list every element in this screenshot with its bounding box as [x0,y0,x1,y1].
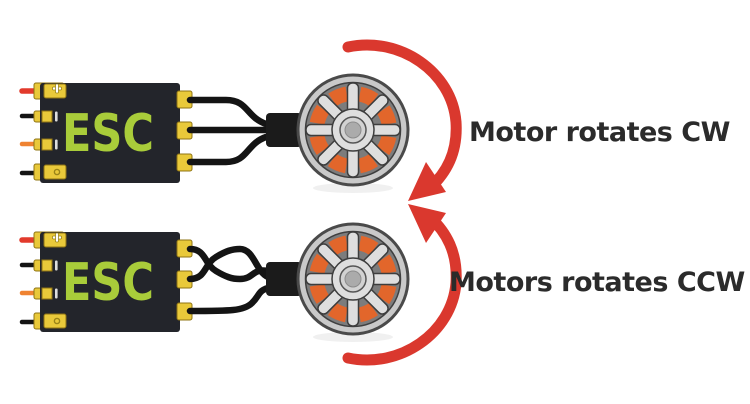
motor-connector-bottom [266,262,302,296]
motor-top [298,75,408,185]
motor-connector-top [266,113,302,147]
motor-bottom [298,224,408,334]
cw-arrow-icon [342,39,462,201]
esc-label-top: ESC [62,104,154,164]
row-cw: ESC [22,39,462,201]
phase-wire-a-straight [186,96,270,128]
ccw-arrow-icon [342,204,462,366]
caption-ccw: Motors rotates CCW [449,267,745,298]
ccw-arrowhead [408,204,446,243]
motor-shadow [313,332,393,342]
motor-shadow [313,183,393,193]
phase-wire-a-crossed [186,245,272,283]
cw-arrowhead [408,162,446,201]
phase-wire-c-straight [186,133,270,166]
caption-cw: Motor rotates CW [469,117,730,148]
row-ccw: ESC [22,204,462,366]
phase-wire-b-crossed [186,245,272,283]
esc-label-bottom: ESC [62,253,154,313]
phase-wire-c-straight-bottom [186,284,272,315]
